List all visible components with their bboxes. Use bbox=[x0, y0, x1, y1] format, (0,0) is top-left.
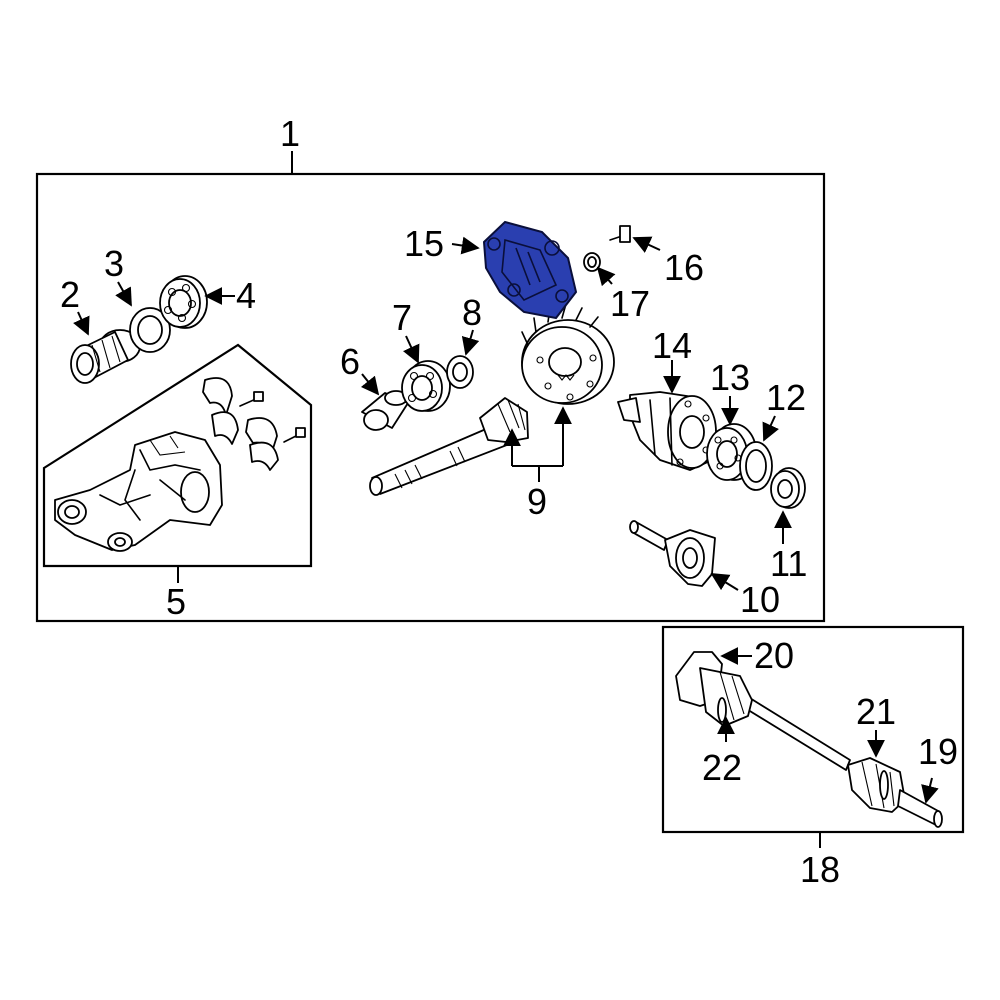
callout-6[interactable]: 6 bbox=[340, 341, 360, 382]
side-flange[interactable] bbox=[629, 520, 716, 587]
inner-boot-clamp[interactable] bbox=[717, 697, 727, 723]
collapsible-spacer[interactable] bbox=[361, 390, 409, 431]
differential-case[interactable] bbox=[617, 391, 717, 471]
callout-20[interactable]: 20 bbox=[754, 635, 794, 676]
callout-16[interactable]: 16 bbox=[664, 247, 704, 288]
callout-2[interactable]: 2 bbox=[60, 274, 80, 315]
callout-19[interactable]: 19 bbox=[918, 731, 958, 772]
bearing-cap-upper[interactable] bbox=[202, 377, 239, 445]
axle-shaft-assembly[interactable] bbox=[675, 651, 943, 828]
pinion-washer[interactable] bbox=[446, 355, 474, 389]
callout-14[interactable]: 14 bbox=[652, 325, 692, 366]
callout-12[interactable]: 12 bbox=[766, 377, 806, 418]
axle-oil-seal[interactable] bbox=[770, 467, 806, 509]
cap-bolt-lower[interactable] bbox=[283, 427, 306, 443]
callout-17[interactable]: 17 bbox=[610, 283, 650, 324]
callout-5[interactable]: 5 bbox=[166, 581, 186, 622]
callout-3[interactable]: 3 bbox=[104, 243, 124, 284]
outer-boot-clamp[interactable] bbox=[879, 770, 889, 800]
differential-rear-cover[interactable] bbox=[482, 220, 578, 320]
axle-shaft-frame bbox=[661, 625, 965, 834]
ring-gear[interactable] bbox=[521, 303, 615, 405]
callout-15[interactable]: 15 bbox=[404, 223, 444, 264]
callout-1[interactable]: 1 bbox=[280, 113, 300, 154]
callout-8[interactable]: 8 bbox=[462, 292, 482, 333]
bearing-cap-lower[interactable] bbox=[245, 417, 279, 471]
differential-assembly-frame bbox=[35, 172, 826, 623]
callout-18[interactable]: 18 bbox=[800, 849, 840, 890]
callout-21[interactable]: 21 bbox=[856, 691, 896, 732]
callout-9[interactable]: 9 bbox=[527, 481, 547, 522]
pinion-bearing[interactable] bbox=[401, 360, 451, 412]
oil-seal-ring[interactable] bbox=[129, 307, 171, 353]
callout-10[interactable]: 10 bbox=[740, 579, 780, 620]
cap-bolt-upper[interactable] bbox=[239, 391, 264, 407]
callout-4[interactable]: 4 bbox=[236, 275, 256, 316]
drain-plug-bolt[interactable] bbox=[609, 225, 631, 243]
carrier-subframe bbox=[42, 343, 313, 568]
drain-plug-gasket[interactable] bbox=[583, 252, 601, 272]
side-bearing[interactable] bbox=[159, 275, 208, 329]
differential-carrier[interactable] bbox=[54, 431, 223, 552]
callout-11[interactable]: 11 bbox=[770, 543, 807, 584]
callout-7[interactable]: 7 bbox=[392, 297, 412, 338]
callout-22[interactable]: 22 bbox=[702, 747, 742, 788]
adjusting-shim[interactable] bbox=[739, 441, 773, 491]
side-seal[interactable] bbox=[70, 329, 141, 384]
callout-13[interactable]: 13 bbox=[710, 357, 750, 398]
